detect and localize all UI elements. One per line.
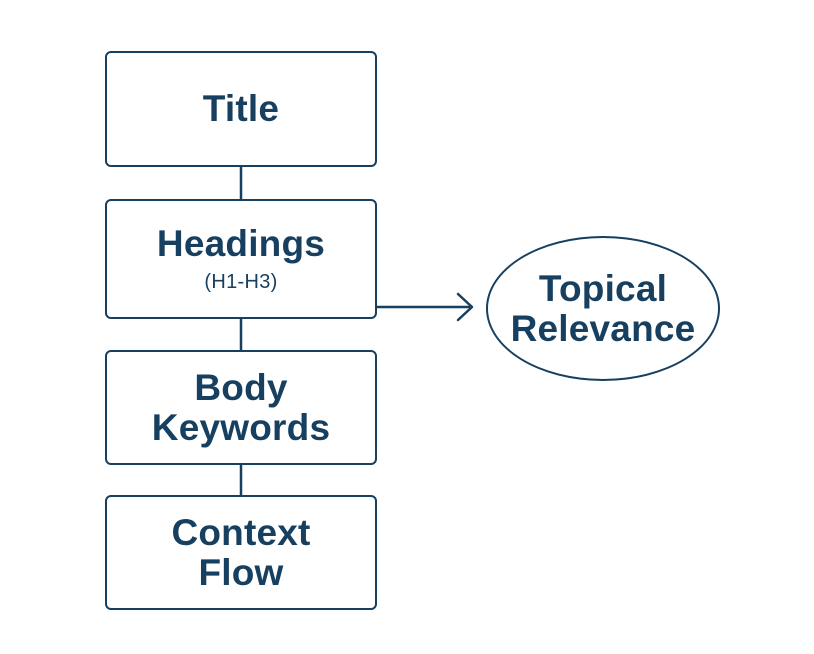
body-keywords-line2: Keywords — [151, 406, 331, 448]
headings-label: Headings — [156, 222, 326, 264]
arrow-head — [456, 292, 474, 322]
body-keywords-node: Body Keywords — [105, 350, 377, 465]
body-keywords-line1: Body — [194, 366, 288, 408]
title-label: Title — [202, 88, 280, 130]
context-flow-line1: Context — [171, 511, 311, 553]
context-flow-node: Context Flow — [105, 495, 377, 610]
headings-node: Headings (H1-H3) — [105, 199, 377, 319]
title-node: Title — [105, 51, 377, 167]
headings-sublabel: (H1-H3) — [204, 271, 278, 294]
topical-relevance-line2: Relevance — [510, 307, 696, 349]
context-flow-line2: Flow — [198, 551, 284, 593]
topical-relevance-line1: Topical — [538, 267, 668, 309]
topical-relevance-node: Topical Relevance — [486, 236, 720, 381]
